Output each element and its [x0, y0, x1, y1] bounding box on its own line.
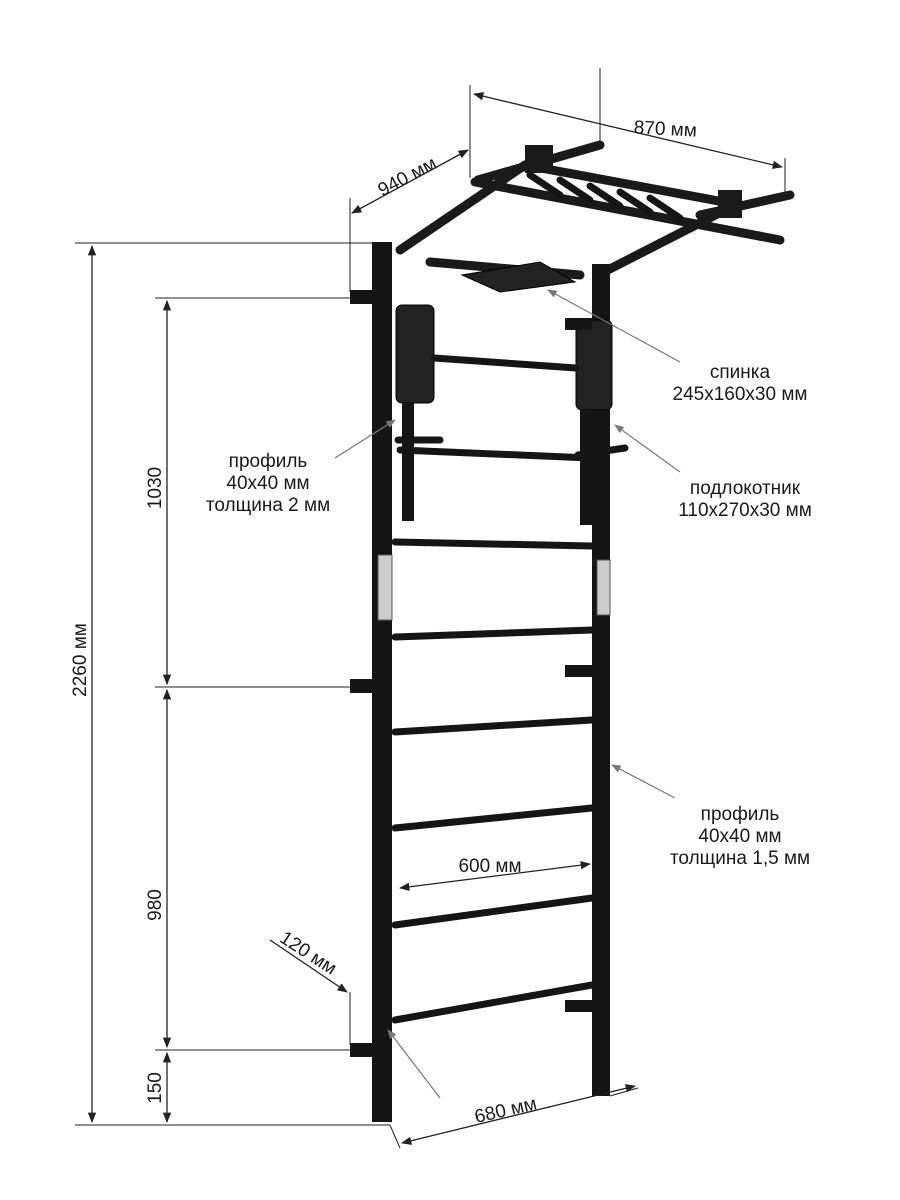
label-width-top: 870 мм — [633, 117, 697, 141]
armrest-line1: подлокотник — [690, 478, 801, 499]
profile-left-line2: 40х40 мм — [226, 473, 309, 494]
dim-width-top — [472, 92, 784, 169]
callout-profile-right: профиль 40х40 мм толщина 1,5 мм — [670, 804, 810, 869]
dim-depth-top — [351, 149, 469, 214]
pullup-bar — [395, 140, 795, 280]
armrests — [394, 304, 629, 525]
label-total-height: 2260 мм — [70, 623, 91, 697]
backrest-line2: 245х160х30 мм — [673, 384, 808, 405]
backrest-pad — [460, 261, 577, 293]
armrest-line2: 110х270х30 мм — [678, 500, 812, 521]
label-middle: 980 — [145, 889, 166, 921]
label-rung-width: 600 мм — [458, 856, 521, 877]
profile-right-line2: 40х40 мм — [698, 826, 781, 847]
left-rail — [372, 242, 392, 1122]
armrest-leader — [614, 424, 681, 473]
profile-left-leader — [334, 419, 396, 459]
profile-left-line1: профиль — [229, 451, 308, 472]
dim-rung-width — [398, 861, 592, 891]
rungs — [391, 354, 596, 1024]
dim-base-width — [400, 1084, 637, 1145]
callout-backrest: спинка 245х160х30 мм — [673, 362, 808, 405]
profile-right-leader — [611, 764, 676, 799]
callout-armrest: подлокотник 110х270х30 мм — [678, 478, 812, 521]
label-depth-top: 940 мм — [375, 153, 441, 201]
label-base-width: 680 мм — [473, 1093, 539, 1128]
profile-right-line1: профиль — [701, 804, 780, 825]
profile-left-line3: толщина 2 мм — [206, 495, 330, 516]
label-bottom: 150 — [145, 1072, 166, 1104]
wall-brackets — [350, 290, 611, 1057]
backrest-line1: спинка — [710, 362, 771, 383]
label-upper: 1030 — [145, 467, 166, 509]
extension-lines — [75, 68, 786, 1149]
right-rail — [592, 264, 610, 1096]
profile-right-line3: толщина 1,5 мм — [670, 848, 810, 869]
dim-wall-offset — [269, 939, 348, 993]
wall-offset-arrow — [387, 1029, 441, 1099]
callout-profile-left: профиль 40х40 мм толщина 2 мм — [206, 451, 330, 516]
label-wall-offset: 120 мм — [276, 927, 340, 979]
backrest-leader — [547, 289, 681, 363]
